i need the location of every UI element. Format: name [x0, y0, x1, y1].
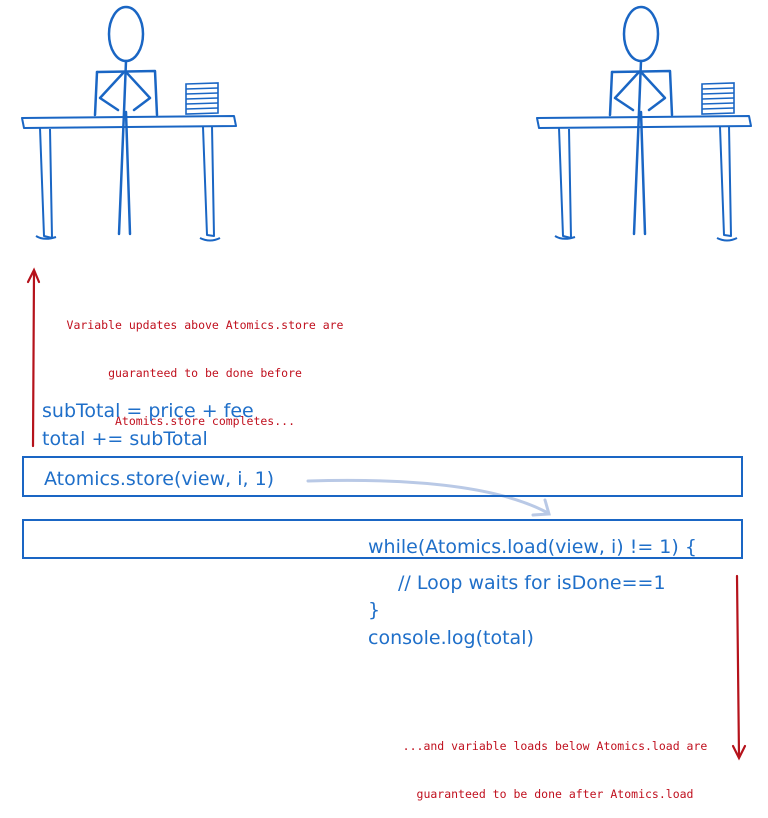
code-line-total: total += subTotal	[42, 428, 208, 450]
up-arrow	[26, 267, 41, 448]
left-stick-figure	[93, 5, 159, 236]
code-line-store: Atomics.store(view, i, 1)	[44, 468, 275, 490]
load-box	[22, 519, 743, 559]
right-desk	[536, 115, 752, 242]
right-paper-stack-icon	[701, 82, 735, 115]
top-note-line: Atomics.store completes...	[114, 414, 295, 428]
scene-drawing	[21, 5, 752, 761]
down-arrow	[731, 574, 747, 761]
bottom-note-line: guaranteed to be done after Atomics.load	[416, 787, 694, 801]
bottom-annotation: ...and variable loads below Atomics.load…	[380, 706, 730, 818]
bottom-note-line: ...and variable loads below Atomics.load…	[402, 739, 708, 753]
top-note-line: guaranteed to be done before	[108, 366, 302, 380]
code-line-console: console.log(total)	[368, 627, 534, 649]
code-line-while: while(Atomics.load(view, i) != 1) {	[368, 536, 697, 558]
top-annotation: Variable updates above Atomics.store are…	[40, 285, 370, 445]
right-stick-figure	[608, 5, 674, 236]
top-note-line: Variable updates above Atomics.store are	[66, 318, 344, 332]
left-desk	[21, 115, 237, 242]
code-line-subtotal: subTotal = price + fee	[42, 400, 254, 422]
sync-flow-arrow	[306, 478, 551, 517]
code-line-comment: // Loop waits for isDone==1	[398, 572, 666, 594]
code-line-brace: }	[368, 599, 381, 621]
store-box	[22, 456, 743, 497]
left-paper-stack-icon	[185, 82, 219, 115]
